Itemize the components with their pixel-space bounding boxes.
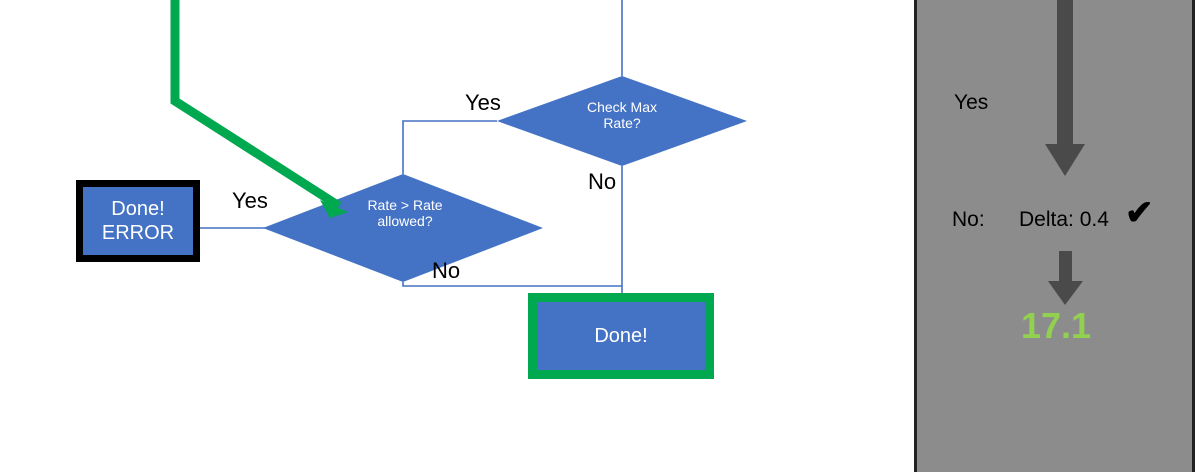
flowchart-canvas: Check Max Rate? Rate > Rate allowed? Don…	[76, 0, 747, 379]
decision-check-max-rate[interactable]	[497, 76, 747, 166]
connector-yes-check-max-rate	[402, 120, 497, 174]
edge-label-yes-from-check-max-rate: Yes	[465, 90, 501, 115]
panel-no-label: No:	[952, 208, 985, 231]
process-done-error[interactable]: Done! ERROR	[76, 180, 200, 262]
decision-rate-greater-than-allowed[interactable]	[263, 174, 543, 282]
short-down-arrow-icon	[1048, 251, 1083, 305]
long-down-arrow-icon	[1045, 0, 1085, 176]
gray-side-panel: Yes No: Delta: 0.4 ✔ 17.1	[914, 0, 1195, 472]
edge-label-no-from-check-max-rate: No	[588, 169, 617, 194]
flowchart-graphics	[170, 0, 747, 293]
panel-yes-label: Yes	[954, 91, 989, 114]
panel-delta-value: Delta: 0.4	[1019, 208, 1109, 231]
green-highlight-path	[170, 0, 348, 218]
panel-arrows	[1045, 0, 1085, 305]
connector-no-rate-allowed	[402, 282, 622, 287]
edge-label-no-from-rate-allowed: No	[432, 258, 461, 283]
edge-label-yes-to-error: Yes	[232, 188, 268, 213]
panel-result-value: 17.1	[1021, 305, 1092, 346]
process-done[interactable]: Done!	[528, 293, 714, 379]
check-mark-icon: ✔	[1125, 194, 1154, 232]
